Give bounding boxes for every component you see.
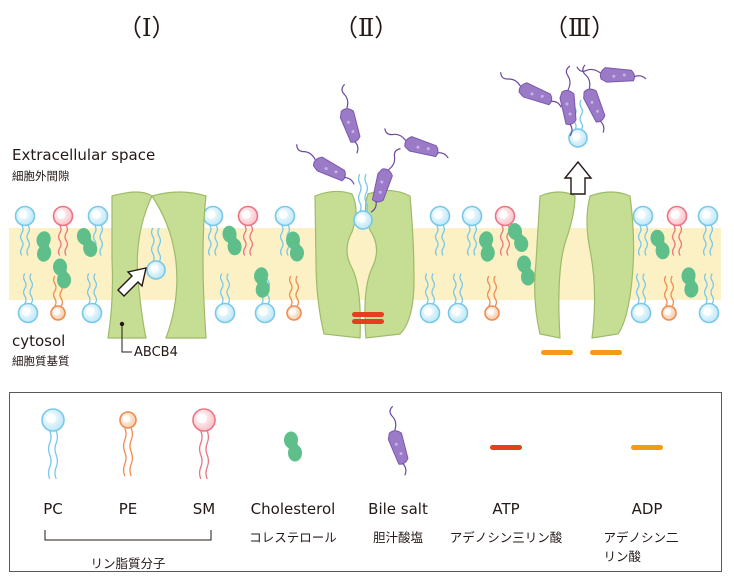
arrow-icon xyxy=(563,160,593,195)
atp-icon xyxy=(352,319,384,324)
pc-lipid-bottom xyxy=(630,273,652,324)
legend-adp-jp: アデノシン二リン酸 xyxy=(603,530,679,564)
adp-icon xyxy=(631,445,663,450)
pc-lipid-icon xyxy=(41,408,65,480)
cholesterol-icon xyxy=(650,229,670,260)
annotation-layer xyxy=(117,64,647,355)
panel-number-1: （Ⅰ） xyxy=(118,14,176,42)
adp-icon xyxy=(590,350,622,355)
pc-lipid-top xyxy=(697,205,719,256)
extracellular-label: Extracellular space xyxy=(12,146,156,164)
transporter-3-left xyxy=(534,191,576,339)
legend-icons xyxy=(41,405,663,541)
arrow-icon xyxy=(117,267,147,297)
abcb4-leader-line xyxy=(121,324,132,353)
panel-number-2: （Ⅱ） xyxy=(334,14,399,42)
legend-bile-salt-label: Bile salt xyxy=(368,500,428,518)
cytosol-label: cytosol xyxy=(12,332,66,350)
bile-salt-icon xyxy=(387,405,409,476)
pe-lipid-bottom xyxy=(286,275,302,321)
legend-atp-jp: アデノシン三リン酸 xyxy=(449,530,563,545)
abcb4-label: ABCB4 xyxy=(134,345,178,360)
pc-lipid-top xyxy=(429,205,451,256)
cholesterol-icon xyxy=(53,258,71,289)
pc-lipid-in-transporter xyxy=(353,173,373,230)
cholesterol-icon xyxy=(517,255,535,286)
atp-icon xyxy=(490,445,522,450)
cholesterol-icon xyxy=(254,267,270,298)
cholesterol-icon xyxy=(284,431,302,462)
legend-atp-label: ATP xyxy=(492,500,520,518)
bile-salt-icon xyxy=(500,72,562,108)
pc-lipid-bottom xyxy=(214,273,236,324)
bile-salt-icon xyxy=(384,128,449,159)
legend-cholesterol-jp: コレステロール xyxy=(249,530,337,545)
transporter-2-right xyxy=(364,189,415,339)
bile-salt-icon xyxy=(576,66,647,83)
lipid-layer xyxy=(14,205,720,324)
extracellular-label-jp: 細胞外間隙 xyxy=(12,169,70,183)
phospholipid-bracket xyxy=(44,530,212,541)
legend-adp-label: ADP xyxy=(631,500,663,518)
cholesterol-icon xyxy=(681,267,699,298)
cholesterol-icon xyxy=(76,227,98,258)
bile-salt-icon xyxy=(582,64,606,133)
cholesterol-icon xyxy=(222,225,242,256)
panel-number-3: （Ⅲ） xyxy=(544,14,616,42)
pc-lipid-top xyxy=(632,205,654,256)
bile-salt-icon xyxy=(559,65,577,137)
atp-icon xyxy=(352,312,384,317)
sm-lipid-top xyxy=(237,205,259,256)
pc-lipid-bottom xyxy=(698,273,720,324)
pc-lipid-bottom xyxy=(254,273,276,324)
transporter-layer xyxy=(107,189,635,339)
legend-box xyxy=(9,392,722,572)
pe-lipid-bottom xyxy=(661,275,677,321)
bile-salt-icon xyxy=(339,83,361,154)
legend-pc-label: PC xyxy=(43,500,63,518)
cholesterol-icon xyxy=(479,231,495,262)
pc-lipid-bottom xyxy=(419,273,441,324)
legend-pe-label: PE xyxy=(118,500,138,518)
pc-lipid-top xyxy=(87,205,109,256)
bile-salt-icon xyxy=(370,148,401,213)
sm-lipid-icon xyxy=(192,408,216,480)
pc-lipid-top xyxy=(14,205,36,256)
pc-lipid-top xyxy=(461,205,483,256)
pe-lipid-bottom xyxy=(484,275,500,321)
pc-lipid-top xyxy=(202,205,224,256)
transporter-3-right xyxy=(586,191,635,339)
legend-sm-label: SM xyxy=(192,500,216,518)
pe-lipid-bottom xyxy=(50,275,66,321)
transporter-2-left xyxy=(314,190,361,339)
pc-lipid-in-transporter xyxy=(146,227,166,280)
phospholipid-group-label: リン脂質分子 xyxy=(90,556,166,571)
pe-lipid-icon xyxy=(119,411,137,477)
cytosol-label-jp: 細胞質基質 xyxy=(12,354,70,368)
sm-lipid-top xyxy=(666,205,688,256)
adp-icon xyxy=(541,350,573,355)
sm-lipid-top xyxy=(52,205,74,256)
pc-lipid-bottom xyxy=(447,273,469,324)
legend-cholesterol-label: Cholesterol xyxy=(250,500,336,518)
pc-lipid-bottom xyxy=(81,273,103,324)
cholesterol-icon xyxy=(36,231,52,262)
cholesterol-icon xyxy=(507,222,529,253)
bile-salt-icon xyxy=(296,144,355,185)
legend-bile-salt-jp: 胆汁酸塩 xyxy=(372,530,424,545)
pc-lipid-bottom xyxy=(17,273,39,324)
transporter-1-right xyxy=(151,191,207,339)
cholesterol-icon xyxy=(286,231,304,262)
